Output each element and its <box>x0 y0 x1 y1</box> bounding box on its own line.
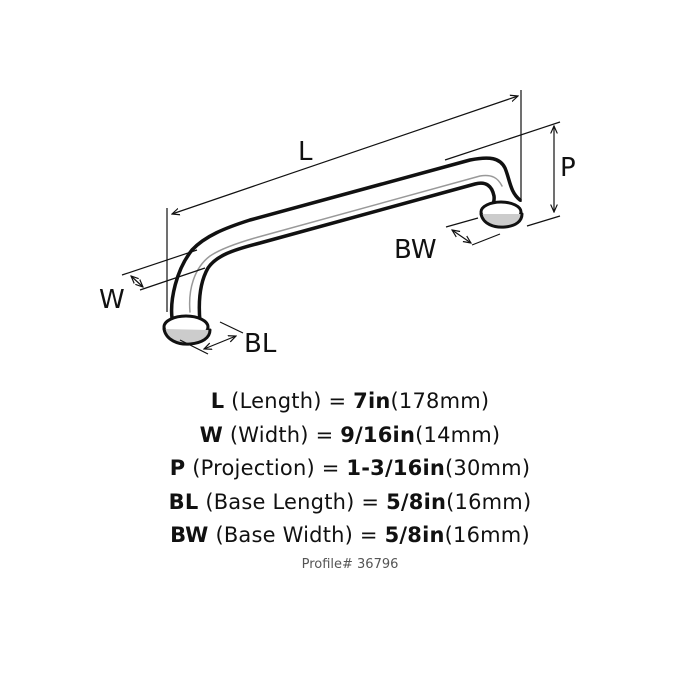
spec-name: (Base Width) <box>215 523 354 547</box>
spec-inches: 9/16in <box>340 422 416 447</box>
spec-name: (Base Length) <box>205 489 355 514</box>
spec-equals: = <box>321 389 354 413</box>
spec-inches: 7in <box>353 389 391 413</box>
spec-name: (Width) <box>229 422 309 447</box>
dimension-lines <box>121 90 561 355</box>
spec-name: (Length) <box>231 389 322 413</box>
spec-mm: (178mm) <box>390 389 490 413</box>
handle-drawing <box>162 156 524 346</box>
spec-inches: 1-3/16in <box>346 456 446 480</box>
label-L: L <box>298 137 313 167</box>
spec-inches: 5/8in <box>386 489 447 514</box>
spec-name: (Projection) <box>192 456 315 480</box>
spec-code: W <box>199 422 224 447</box>
spec-equals: = <box>314 456 347 480</box>
spec-equals: = <box>308 422 341 447</box>
label-W: W <box>99 285 125 315</box>
spec-code: L <box>210 389 225 413</box>
spec-equals: = <box>354 489 387 514</box>
spec-projection: P (Projection) = 1-3/16in(30mm) <box>0 452 700 486</box>
label-BL: BL <box>244 329 277 359</box>
spec-mm: (16mm) <box>446 489 532 514</box>
spec-equals: = <box>353 523 385 547</box>
spec-mm: (30mm) <box>445 456 531 480</box>
label-BW: BW <box>394 235 437 265</box>
label-P: P <box>560 153 576 183</box>
spec-code: BL <box>168 489 199 514</box>
spec-code: BW <box>170 523 209 547</box>
spec-base-width: BW (Base Width) = 5/8in(16mm) <box>0 519 700 553</box>
spec-width: W (Width) = 9/16in(14mm) <box>0 419 700 453</box>
spec-mm: (16mm) <box>444 523 530 547</box>
spec-mm: (14mm) <box>415 422 501 447</box>
specifications-list: L (Length) = 7in(178mm) W (Width) = 9/16… <box>0 385 700 572</box>
spec-code: P <box>169 456 186 480</box>
spec-length: L (Length) = 7in(178mm) <box>0 385 700 419</box>
spec-inches: 5/8in <box>384 523 445 547</box>
profile-number: Profile# 36796 <box>301 556 399 572</box>
spec-base-length: BL (Base Length) = 5/8in(16mm) <box>0 486 700 520</box>
